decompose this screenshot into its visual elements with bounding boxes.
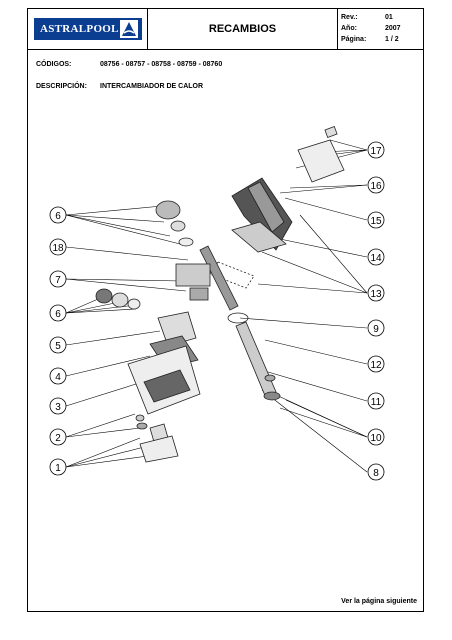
callout-label: 18 [52, 243, 64, 254]
meta-page-value: 1 / 2 [385, 36, 399, 43]
callout-label: 17 [370, 146, 382, 157]
codes-value: 08756 - 08757 - 08758 - 08759 - 08760 [100, 61, 223, 68]
callout-label: 4 [55, 372, 61, 383]
callout-label: 8 [373, 468, 379, 479]
leader-lines [65, 139, 368, 473]
logo-cell: ASTRALPOOL [28, 9, 148, 49]
next-page-note: Ver la página siguiente [341, 598, 417, 605]
callout-label: 15 [370, 216, 382, 227]
title-cell: RECAMBIOS [148, 9, 338, 49]
callout-label: 1 [55, 463, 61, 474]
callout-label: 6 [55, 211, 61, 222]
callouts-left: 6 18 7 6 5 4 3 2 1 [49, 206, 67, 476]
callout-label: 9 [373, 324, 379, 335]
callout-label: 13 [370, 289, 382, 300]
meta-year-label: Año: [341, 25, 357, 32]
callout-label: 3 [55, 402, 61, 413]
callouts-right: 17 16 15 14 13 9 12 11 10 8 [367, 141, 385, 481]
logo-mark-icon [120, 20, 138, 38]
parts [95, 126, 345, 463]
callout-label: 7 [55, 275, 61, 286]
page-title: RECAMBIOS [208, 23, 277, 35]
meta-rev-label: Rev.: [341, 14, 358, 21]
meta-rev-value: 01 [385, 14, 393, 21]
brand-logo: ASTRALPOOL [34, 18, 142, 40]
codes-label: CÓDIGOS: [36, 61, 72, 68]
callout-label: 5 [55, 341, 61, 352]
meta-cell: Rev.: 01 Año: 2007 Página: 1 / 2 [338, 9, 423, 49]
callout-label: 16 [370, 181, 382, 192]
description-label: DESCRIPCIÓN: [36, 83, 87, 90]
callout-label: 10 [370, 433, 382, 444]
header: ASTRALPOOL RECAMBIOS Rev.: 01 Año: 2007 … [28, 9, 423, 50]
callout-label: 11 [371, 397, 382, 408]
description-value: INTERCAMBIADOR DE CALOR [100, 83, 204, 90]
meta-year-value: 2007 [385, 25, 401, 32]
callout-label: 6 [55, 309, 61, 320]
page-frame: ASTRALPOOL RECAMBIOS Rev.: 01 Año: 2007 … [27, 8, 424, 612]
callout-label: 14 [370, 253, 382, 264]
meta-page-label: Página: [341, 36, 367, 43]
logo-text: ASTRALPOOL [40, 23, 119, 35]
callout-label: 12 [370, 360, 382, 371]
callout-label: 2 [55, 433, 61, 444]
